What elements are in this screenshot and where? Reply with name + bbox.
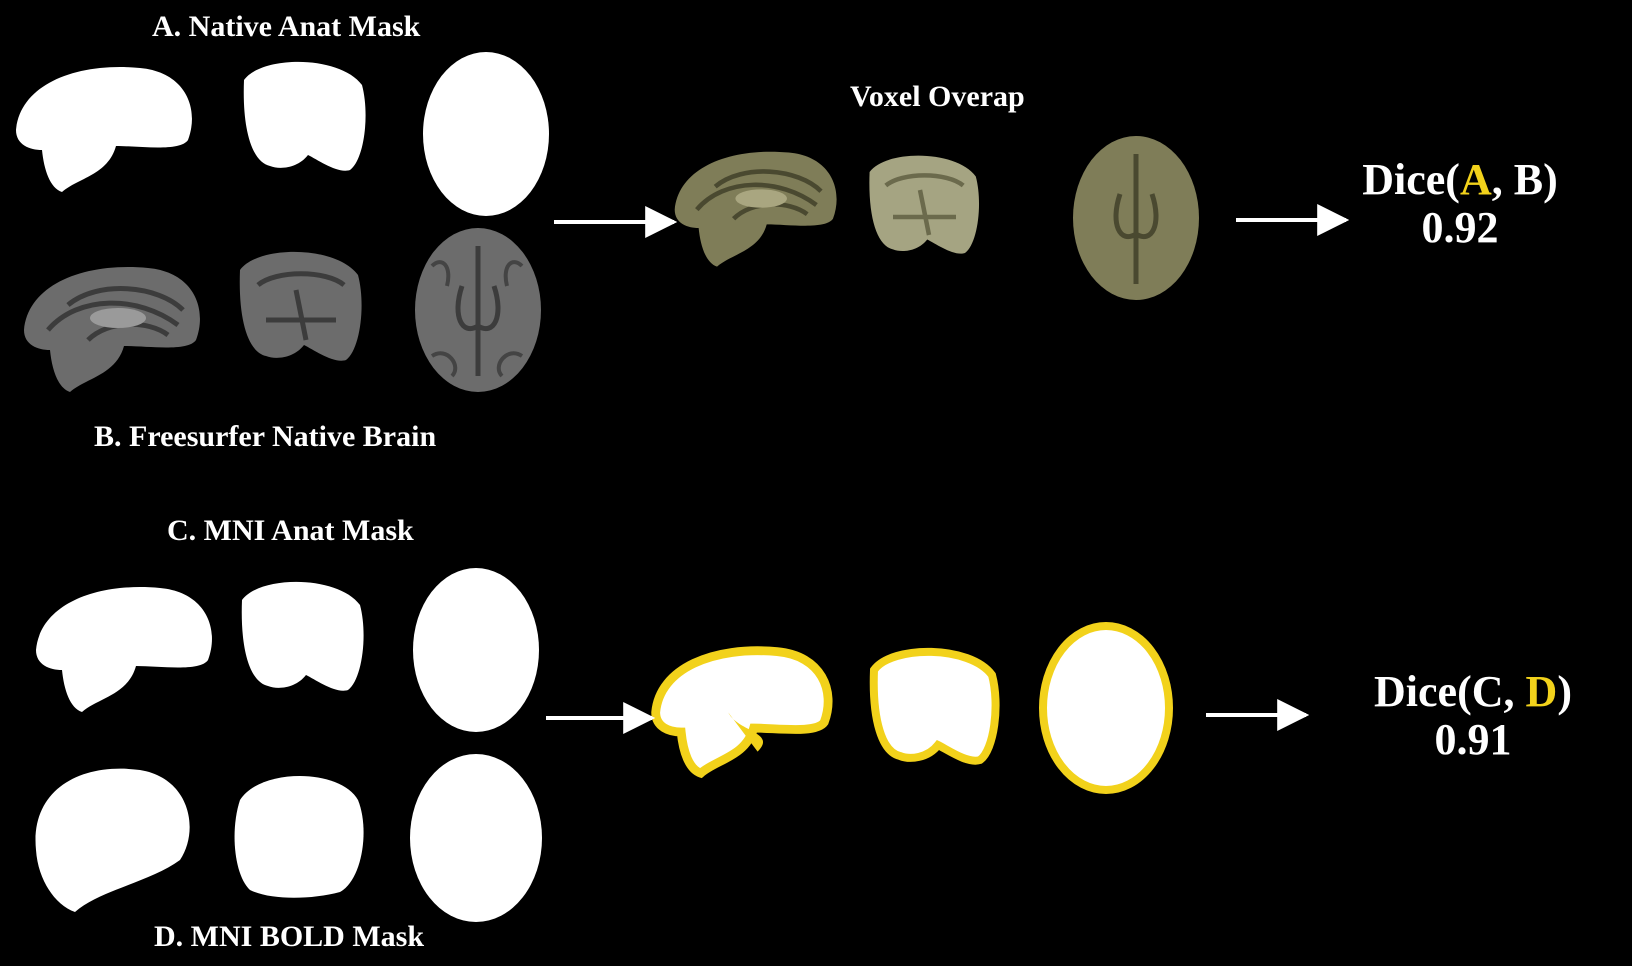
mni-bold-sagittal <box>35 768 190 912</box>
dice-cd-value: 0.91 <box>1434 715 1512 764</box>
dice-cd-second: D <box>1525 667 1558 716</box>
native-brain-coronal <box>239 251 362 361</box>
dice-cd-first: C <box>1471 667 1504 716</box>
overlap-sagittal <box>674 151 837 267</box>
native-brain-sagittal <box>24 267 200 392</box>
mni-bold-coronal <box>234 776 364 898</box>
dice-ab-formula: Dice(A, B) <box>1330 156 1590 204</box>
dice-cd-sep: , <box>1503 667 1526 716</box>
overlap-axial <box>1073 136 1199 300</box>
native-mask-sagittal <box>16 67 192 192</box>
dice-ab-value: 0.92 <box>1421 203 1499 252</box>
dice-ab-first: A <box>1459 155 1492 204</box>
dice-ab-sep: , <box>1491 155 1514 204</box>
dice-cd-suffix: ) <box>1557 667 1572 716</box>
mni-mask-coronal <box>241 581 364 691</box>
dice-cd-score: Dice(C, D) 0.91 <box>1343 668 1603 764</box>
dice-ab-second: B <box>1513 155 1544 204</box>
dice-cd-formula: Dice(C, D) <box>1343 668 1603 716</box>
mask-overlap-coronal <box>874 652 996 761</box>
mni-mask-sagittal <box>36 587 212 712</box>
native-brain-axial <box>415 228 541 392</box>
label-mni-bold-mask: D. MNI BOLD Mask <box>154 920 425 953</box>
dice-cd-prefix: Dice( <box>1374 667 1472 716</box>
label-mni-anat-mask: C. MNI Anat Mask <box>167 514 414 547</box>
overlap-coronal <box>869 155 980 254</box>
label-native-anat-mask: A. Native Anat Mask <box>152 10 421 43</box>
label-freesurfer-native-brain: B. Freesurfer Native Brain <box>94 420 437 453</box>
mni-bold-axial <box>410 754 542 922</box>
native-mask-coronal <box>243 61 366 171</box>
label-voxel-overlap: Voxel Overap <box>850 80 1025 113</box>
dice-ab-prefix: Dice( <box>1362 155 1460 204</box>
dice-ab-score: Dice(A, B) 0.92 <box>1330 156 1590 252</box>
mni-mask-axial <box>413 568 539 732</box>
mask-overlap-axial <box>1043 626 1169 790</box>
native-mask-axial <box>423 52 549 216</box>
mask-overlap-sagittal <box>656 651 828 773</box>
dice-ab-suffix: ) <box>1543 155 1558 204</box>
